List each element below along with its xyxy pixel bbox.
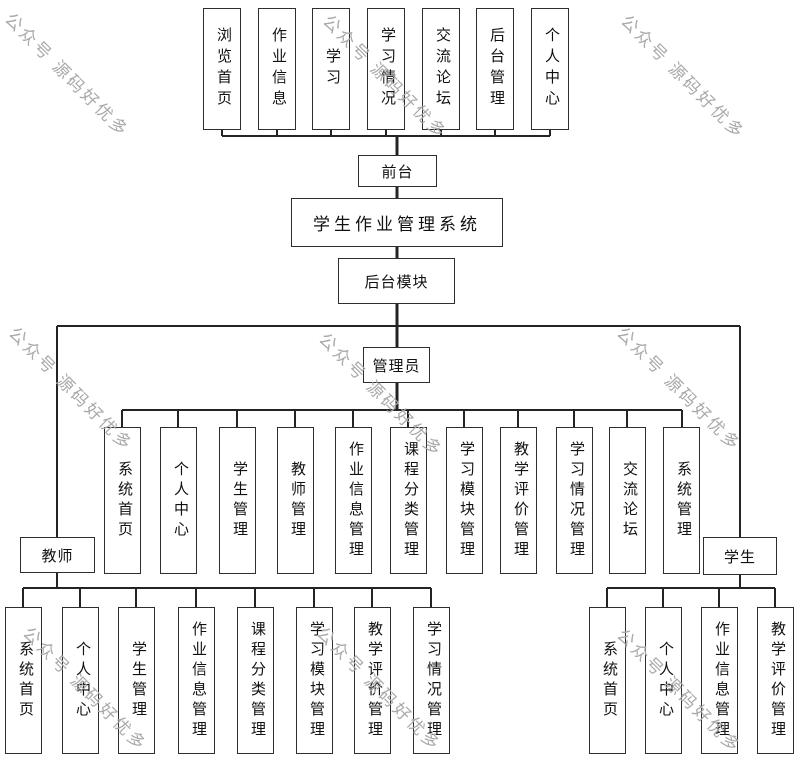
- node-frontend-child-backend-mgmt: 后台管理: [476, 8, 514, 130]
- node-frontend-child-forum: 交流论坛: [422, 8, 460, 130]
- node-frontend-child-browse-home: 浏览首页: [203, 8, 241, 130]
- node-admin-child-system-mgmt: 系统管理: [663, 427, 700, 574]
- node-teacher-child-learning-module-mgmt: 学习模块管理: [296, 607, 333, 754]
- node-teacher-child-system-home: 系统首页: [5, 607, 42, 754]
- node-admin-child-course-category-mgmt: 课程分类管理: [390, 427, 427, 574]
- node-frontend-child-learning: 学习: [312, 8, 350, 130]
- node-system-title: 学生作业管理系统: [291, 198, 503, 247]
- node-backend-module: 后台模块: [338, 258, 455, 304]
- node-admin: 管理员: [363, 347, 430, 383]
- node-admin-child-student-mgmt: 学生管理: [219, 427, 256, 574]
- node-frontend-child-personal-center: 个人中心: [531, 8, 569, 130]
- node-admin-child-forum: 交流论坛: [609, 427, 646, 574]
- node-teacher-child-homework-info-mgmt: 作业信息管理: [178, 607, 215, 754]
- node-student-child-personal-center: 个人中心: [645, 607, 682, 754]
- node-admin-child-personal-center: 个人中心: [160, 427, 197, 574]
- node-teacher-child-learning-status-mgmt: 学习情况管理: [413, 607, 450, 754]
- node-teacher-child-course-category-mgmt: 课程分类管理: [237, 607, 274, 754]
- node-teacher: 教师: [20, 537, 95, 573]
- node-teacher-child-teaching-eval-mgmt: 教学评价管理: [354, 607, 391, 754]
- node-student-child-system-home: 系统首页: [589, 607, 626, 754]
- node-frontend-child-homework-info: 作业信息: [258, 8, 296, 130]
- node-admin-child-learning-status-mgmt: 学习情况管理: [556, 427, 593, 574]
- node-admin-child-learning-module-mgmt: 学习模块管理: [446, 427, 483, 574]
- node-teacher-child-personal-center: 个人中心: [62, 607, 99, 754]
- node-frontend-child-learning-status: 学习情况: [367, 8, 405, 130]
- node-frontend: 前台: [358, 155, 437, 187]
- node-admin-child-homework-info-mgmt: 作业信息管理: [335, 427, 372, 574]
- node-admin-child-teaching-eval-mgmt: 教学评价管理: [500, 427, 537, 574]
- node-student-child-homework-info-mgmt: 作业信息管理: [701, 607, 738, 754]
- node-student: 学生: [703, 537, 777, 575]
- node-student-child-teaching-eval-mgmt: 教学评价管理: [757, 607, 794, 754]
- node-teacher-child-student-mgmt: 学生管理: [118, 607, 155, 754]
- node-admin-child-system-home: 系统首页: [104, 427, 141, 574]
- node-admin-child-teacher-mgmt: 教师管理: [277, 427, 314, 574]
